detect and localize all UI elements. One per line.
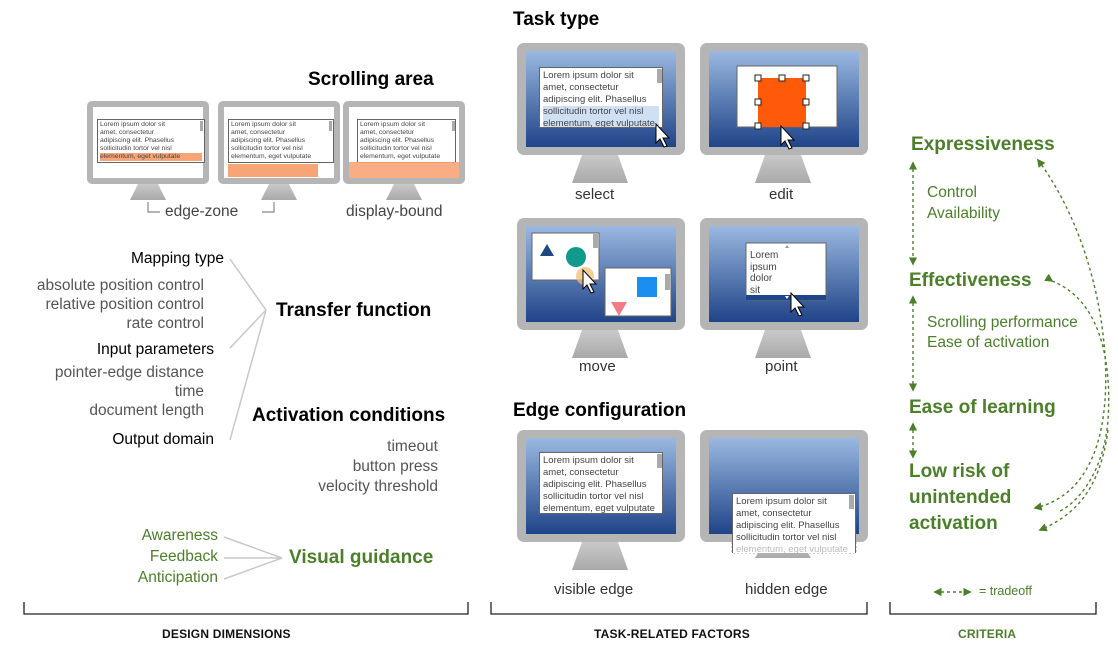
label-display-bound: display-bound <box>346 203 443 220</box>
activation-option: velocity threshold <box>318 478 438 495</box>
heading-visual-guidance: Visual guidance <box>289 547 434 568</box>
guidance-option: Anticipation <box>137 569 218 586</box>
display-bound-highlight <box>349 162 459 178</box>
label-input-parameters: Input parameters <box>96 341 214 358</box>
scrollbar-thumb <box>657 454 662 468</box>
criterion-low-risk: Low risk of <box>909 461 1010 482</box>
criterion-note: Control <box>927 184 977 201</box>
label-mapping-type: Mapping type <box>130 250 224 267</box>
criterion-effectiveness: Effectiveness <box>909 270 1032 291</box>
monitor-point <box>700 218 868 358</box>
edge-zone-bracket-right <box>262 202 275 213</box>
edge-zone-highlight <box>228 164 318 177</box>
scrollbar-thumb <box>329 121 332 131</box>
caption-move: move <box>579 358 616 375</box>
scrollbar-thumb <box>657 69 662 83</box>
caption-visible-edge: visible edge <box>554 581 634 598</box>
footer-criteria: CRITERIA <box>958 627 1017 641</box>
mapping-option: rate control <box>126 315 204 332</box>
input-option: time <box>174 383 204 400</box>
footer-task-related-factors: TASK-RELATED FACTORS <box>594 627 750 641</box>
doc-edge-zone-2: Lorem ipsum dolor sit amet, consectetur … <box>228 119 334 163</box>
heading-edge-configuration: Edge configuration <box>513 400 687 421</box>
tradeoff-arrows <box>908 158 1110 532</box>
mapping-option: absolute position control <box>36 277 204 294</box>
scrollbar-thumb <box>200 121 203 131</box>
mapping-option: relative position control <box>45 296 204 313</box>
criterion-ease-of-learning: Ease of learning <box>909 397 1056 418</box>
label-output-domain: Output domain <box>112 431 214 448</box>
visual-guidance-lines <box>223 536 283 580</box>
heading-transfer-function: Transfer function <box>276 300 432 321</box>
scrollbar-thumb <box>452 121 455 131</box>
criterion-low-risk: unintended <box>909 487 1012 508</box>
guidance-option: Awareness <box>141 527 218 544</box>
input-option: pointer-edge distance <box>54 364 204 381</box>
bracket-criteria <box>889 602 1097 615</box>
transfer-function-lines <box>229 258 267 441</box>
caption-hidden-edge: hidden edge <box>745 581 828 598</box>
doc-select: Lorem ipsum dolor sit amet, consectetur … <box>539 67 663 128</box>
caption-select: select <box>575 186 615 203</box>
criterion-note: Ease of activation <box>927 334 1050 351</box>
activation-option: timeout <box>387 438 438 455</box>
monitor-edit <box>700 43 868 183</box>
input-option: document length <box>89 402 204 419</box>
caption-edit: edit <box>769 186 794 203</box>
heading-task-type: Task type <box>513 9 600 30</box>
heading-activation-conditions: Activation conditions <box>252 405 446 426</box>
criterion-note: Availability <box>927 205 1000 222</box>
edge-zone-bracket-left <box>147 202 160 213</box>
doc-display-bound: Lorem ipsum dolor sit amet, consectetur … <box>357 119 456 163</box>
footer-design-dimensions: DESIGN DIMENSIONS <box>162 627 291 641</box>
doc-hidden-edge: Lorem ipsum dolor sit amet, consectetur … <box>732 493 856 553</box>
doc-visible-edge: Lorem ipsum dolor sit amet, consectetur … <box>539 452 663 514</box>
label-edge-zone: edge-zone <box>165 203 239 220</box>
caption-point: point <box>765 358 798 375</box>
legend-tradeoff: = tradeoff <box>979 584 1032 598</box>
bracket-task-related <box>490 602 868 615</box>
guidance-option: Feedback <box>149 548 218 565</box>
heading-scrolling-area: Scrolling area <box>308 69 434 90</box>
scrollbar-thumb <box>849 495 854 509</box>
criterion-note: Scrolling performance <box>927 314 1078 331</box>
point-list: Lorem ipsum dolor sit <box>750 250 779 296</box>
monitor-move <box>517 218 685 358</box>
criterion-low-risk: activation <box>909 513 998 534</box>
activation-option: button press <box>352 458 438 475</box>
criterion-expressiveness: Expressiveness <box>911 134 1055 155</box>
bracket-design-dimensions <box>23 602 469 615</box>
doc-edge-zone-1: Lorem ipsum dolor sit amet, consectetur … <box>97 119 205 163</box>
